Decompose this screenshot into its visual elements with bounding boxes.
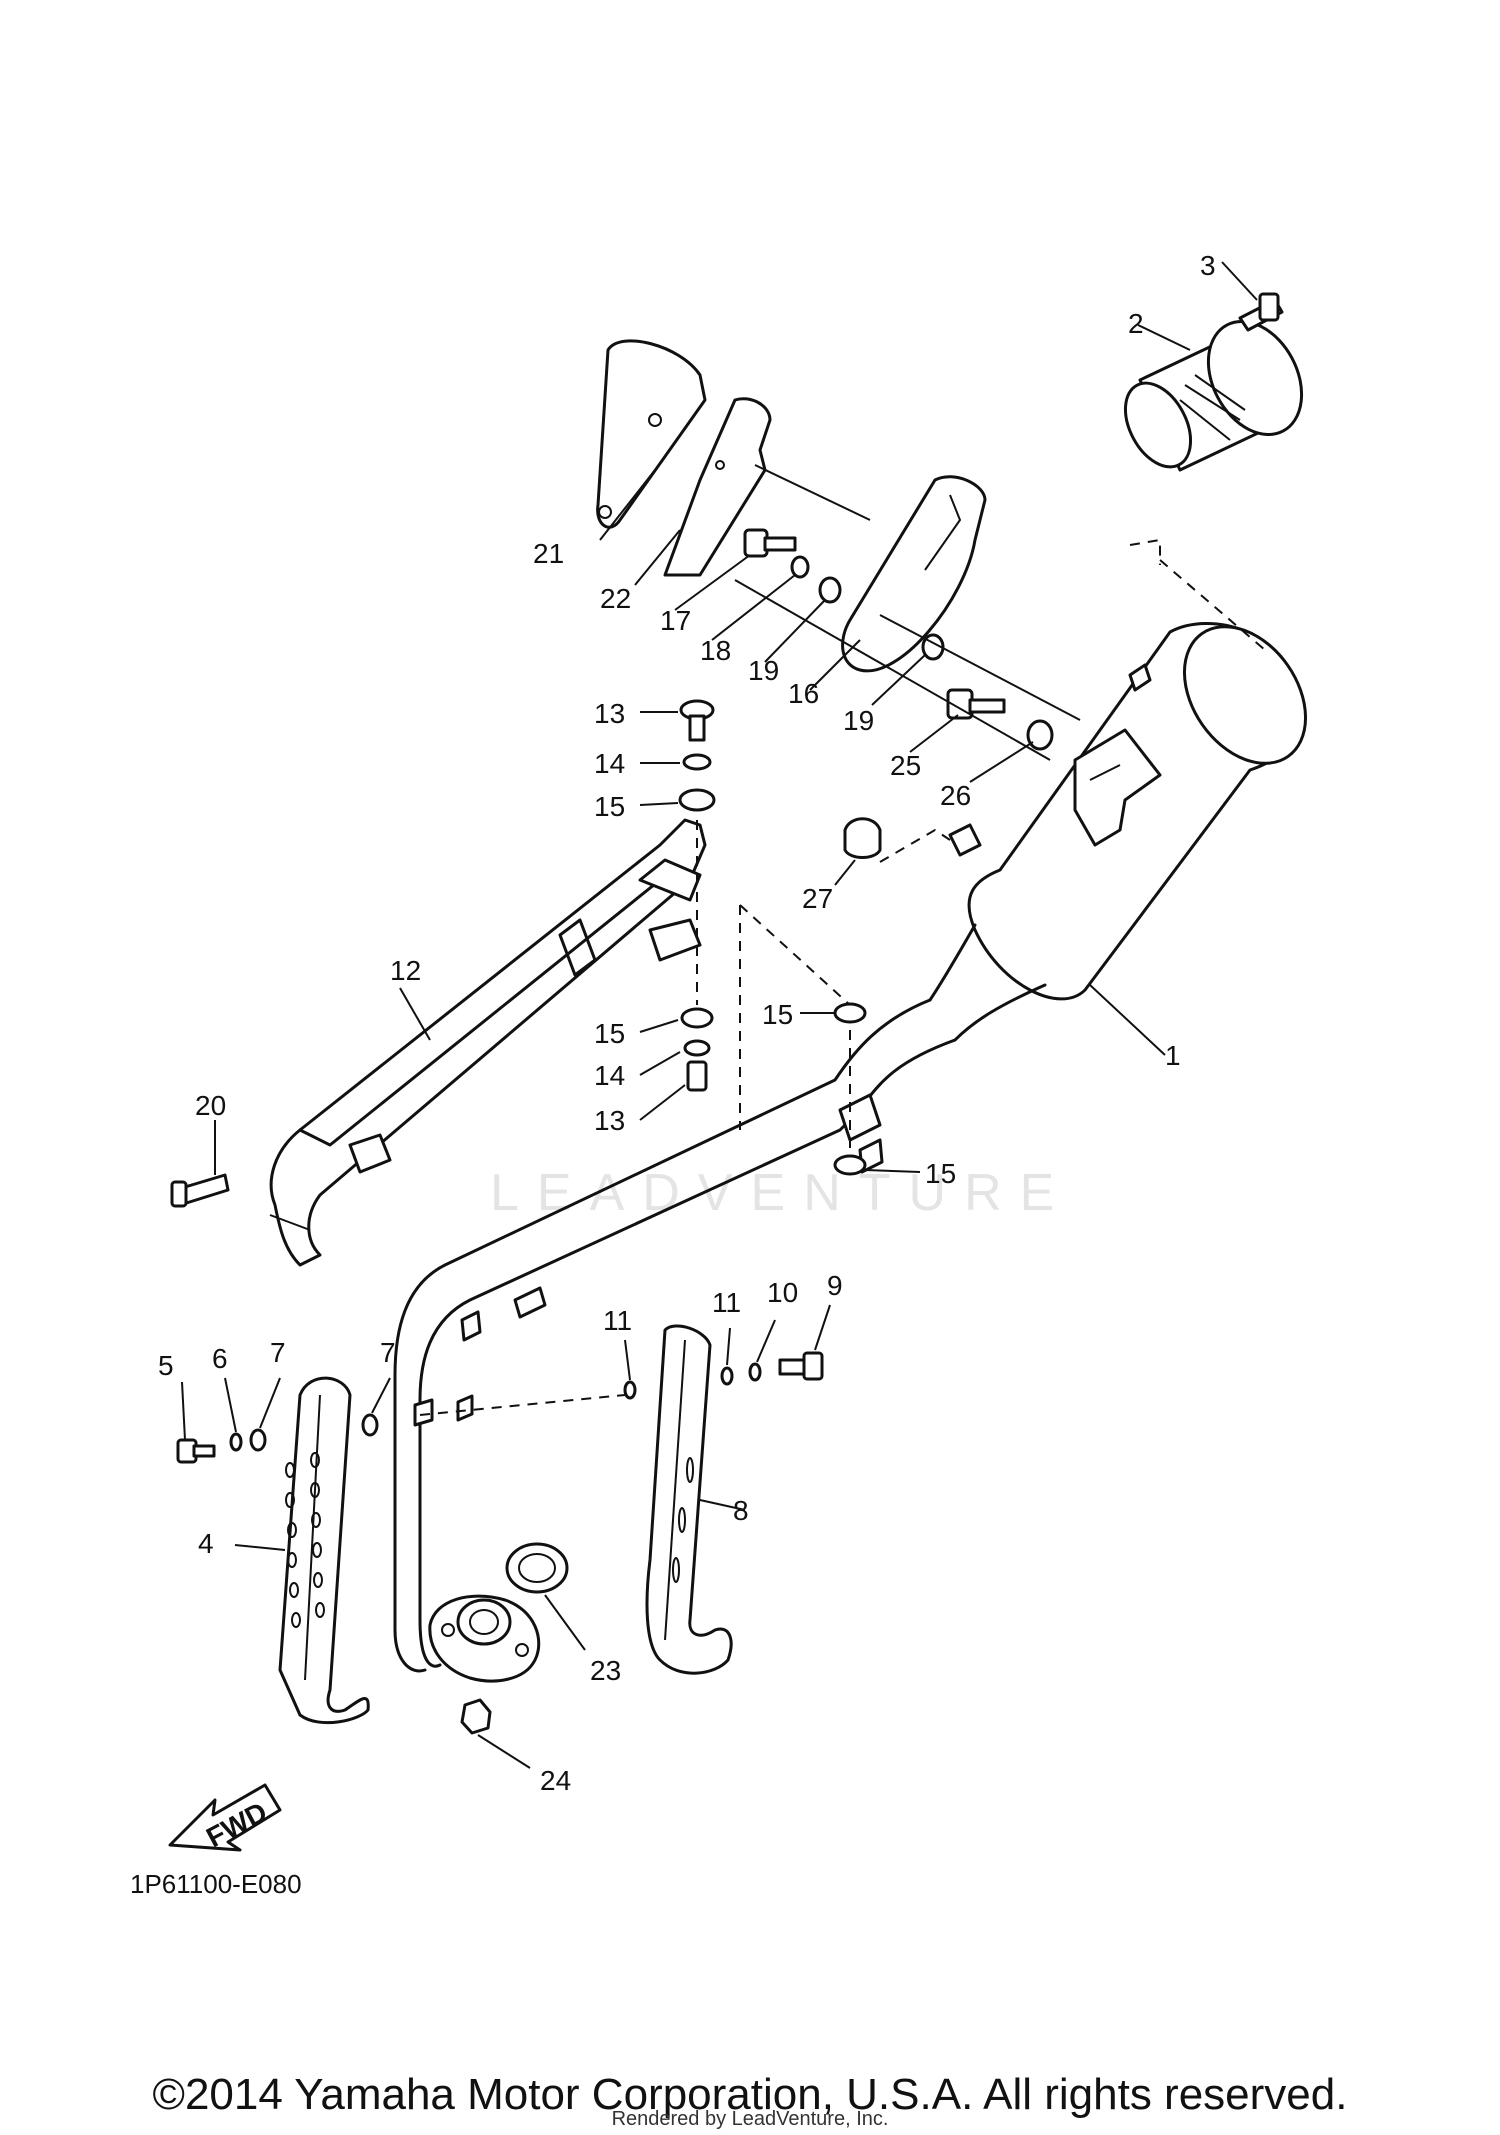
diagram-code: 1P61100-E080 [130, 1869, 302, 1899]
callout-11b: 11 [712, 1287, 741, 1318]
protector-21[interactable] [596, 339, 707, 529]
washer-11a[interactable] [623, 1380, 637, 1400]
screw-13-top[interactable] [679, 699, 715, 742]
callout-27: 27 [802, 883, 833, 914]
callout-5: 5 [158, 1350, 174, 1381]
callout-19a: 19 [748, 655, 779, 686]
protector-22[interactable] [663, 397, 772, 577]
washer-7a[interactable] [249, 1428, 267, 1452]
callout-18: 18 [700, 635, 731, 666]
callout-20: 20 [195, 1090, 226, 1121]
protector-8[interactable] [645, 1324, 733, 1675]
callout-15-right: 15 [762, 999, 793, 1030]
bolt-20[interactable] [170, 1173, 230, 1208]
callout-2: 2 [1128, 308, 1144, 339]
dashed-assembly-lines [419, 538, 1266, 1416]
callout-labels: 1 2 3 4 5 6 7 7 8 9 10 11 11 12 13 14 15… [158, 250, 1216, 1796]
grommet-19a[interactable] [818, 576, 842, 604]
bolt-3[interactable] [1238, 292, 1284, 332]
washer-7b[interactable] [361, 1413, 379, 1437]
callout-15-lower: 15 [925, 1158, 956, 1189]
fwd-arrow-icon: FWD [168, 1783, 282, 1853]
muffler-bracket[interactable] [269, 818, 707, 1267]
protector-16[interactable] [841, 475, 987, 673]
callout-15-top: 15 [594, 791, 625, 822]
callout-6: 6 [212, 1343, 228, 1374]
nut-24[interactable] [460, 1698, 492, 1735]
exhaust-pipe[interactable] [393, 998, 957, 1683]
callout-26: 26 [940, 780, 971, 811]
callout-16: 16 [788, 678, 819, 709]
callout-1: 1 [1165, 1040, 1181, 1071]
callout-22: 22 [600, 583, 631, 614]
callout-17: 17 [660, 605, 691, 636]
callout-13-top: 13 [594, 698, 625, 729]
damper-27[interactable] [843, 817, 882, 859]
callout-11a: 11 [603, 1305, 632, 1336]
grommet-15-mid[interactable] [680, 1007, 714, 1029]
bolt-17[interactable] [743, 528, 797, 558]
callout-7b: 7 [380, 1337, 396, 1368]
callout-7a: 7 [270, 1337, 286, 1368]
washer-6[interactable] [229, 1432, 243, 1452]
gasket-23[interactable] [505, 1542, 569, 1594]
washer-18[interactable] [790, 555, 810, 579]
washer-10[interactable] [748, 1362, 762, 1382]
callout-15-mid: 15 [594, 1018, 625, 1049]
grommet-15-top[interactable] [678, 788, 716, 812]
grommet-26[interactable] [1026, 719, 1054, 751]
callout-24: 24 [540, 1765, 571, 1796]
watermark: LEADVENTURE [490, 1164, 1072, 1222]
callout-3: 3 [1200, 250, 1216, 281]
rendered-by: Rendered by LeadVenture, Inc. [611, 2108, 889, 2130]
bolt-5[interactable] [176, 1438, 216, 1464]
muffler[interactable] [928, 604, 1331, 1042]
callout-25: 25 [890, 750, 921, 781]
screw-13-bottom[interactable] [686, 1060, 708, 1092]
grommet-15-lower[interactable] [833, 1154, 867, 1176]
washer-11b[interactable] [720, 1366, 734, 1386]
callout-12: 12 [390, 955, 421, 986]
grommet-15-right[interactable] [833, 1002, 867, 1024]
copyright-notice: ©2014 Yamaha Motor Corporation, U.S.A. A… [152, 2070, 1348, 2119]
leader-lines [181, 261, 1258, 1769]
protector-4[interactable] [278, 1376, 370, 1725]
callout-4: 4 [198, 1528, 214, 1559]
callout-14-bottom: 14 [594, 1060, 625, 1091]
bolt-25[interactable] [946, 688, 1006, 720]
washer-14-bottom[interactable] [683, 1039, 711, 1057]
callout-9: 9 [827, 1270, 843, 1301]
callout-23: 23 [590, 1655, 621, 1686]
callout-8: 8 [733, 1495, 749, 1526]
callout-10: 10 [767, 1277, 798, 1308]
callout-13-bottom: 13 [594, 1105, 625, 1136]
bolt-9[interactable] [778, 1351, 824, 1381]
tail-pipe[interactable] [1112, 305, 1320, 478]
callout-21: 21 [533, 538, 564, 569]
washer-14-top[interactable] [682, 753, 712, 771]
callout-14-top: 14 [594, 748, 625, 779]
callout-19b: 19 [843, 705, 874, 736]
